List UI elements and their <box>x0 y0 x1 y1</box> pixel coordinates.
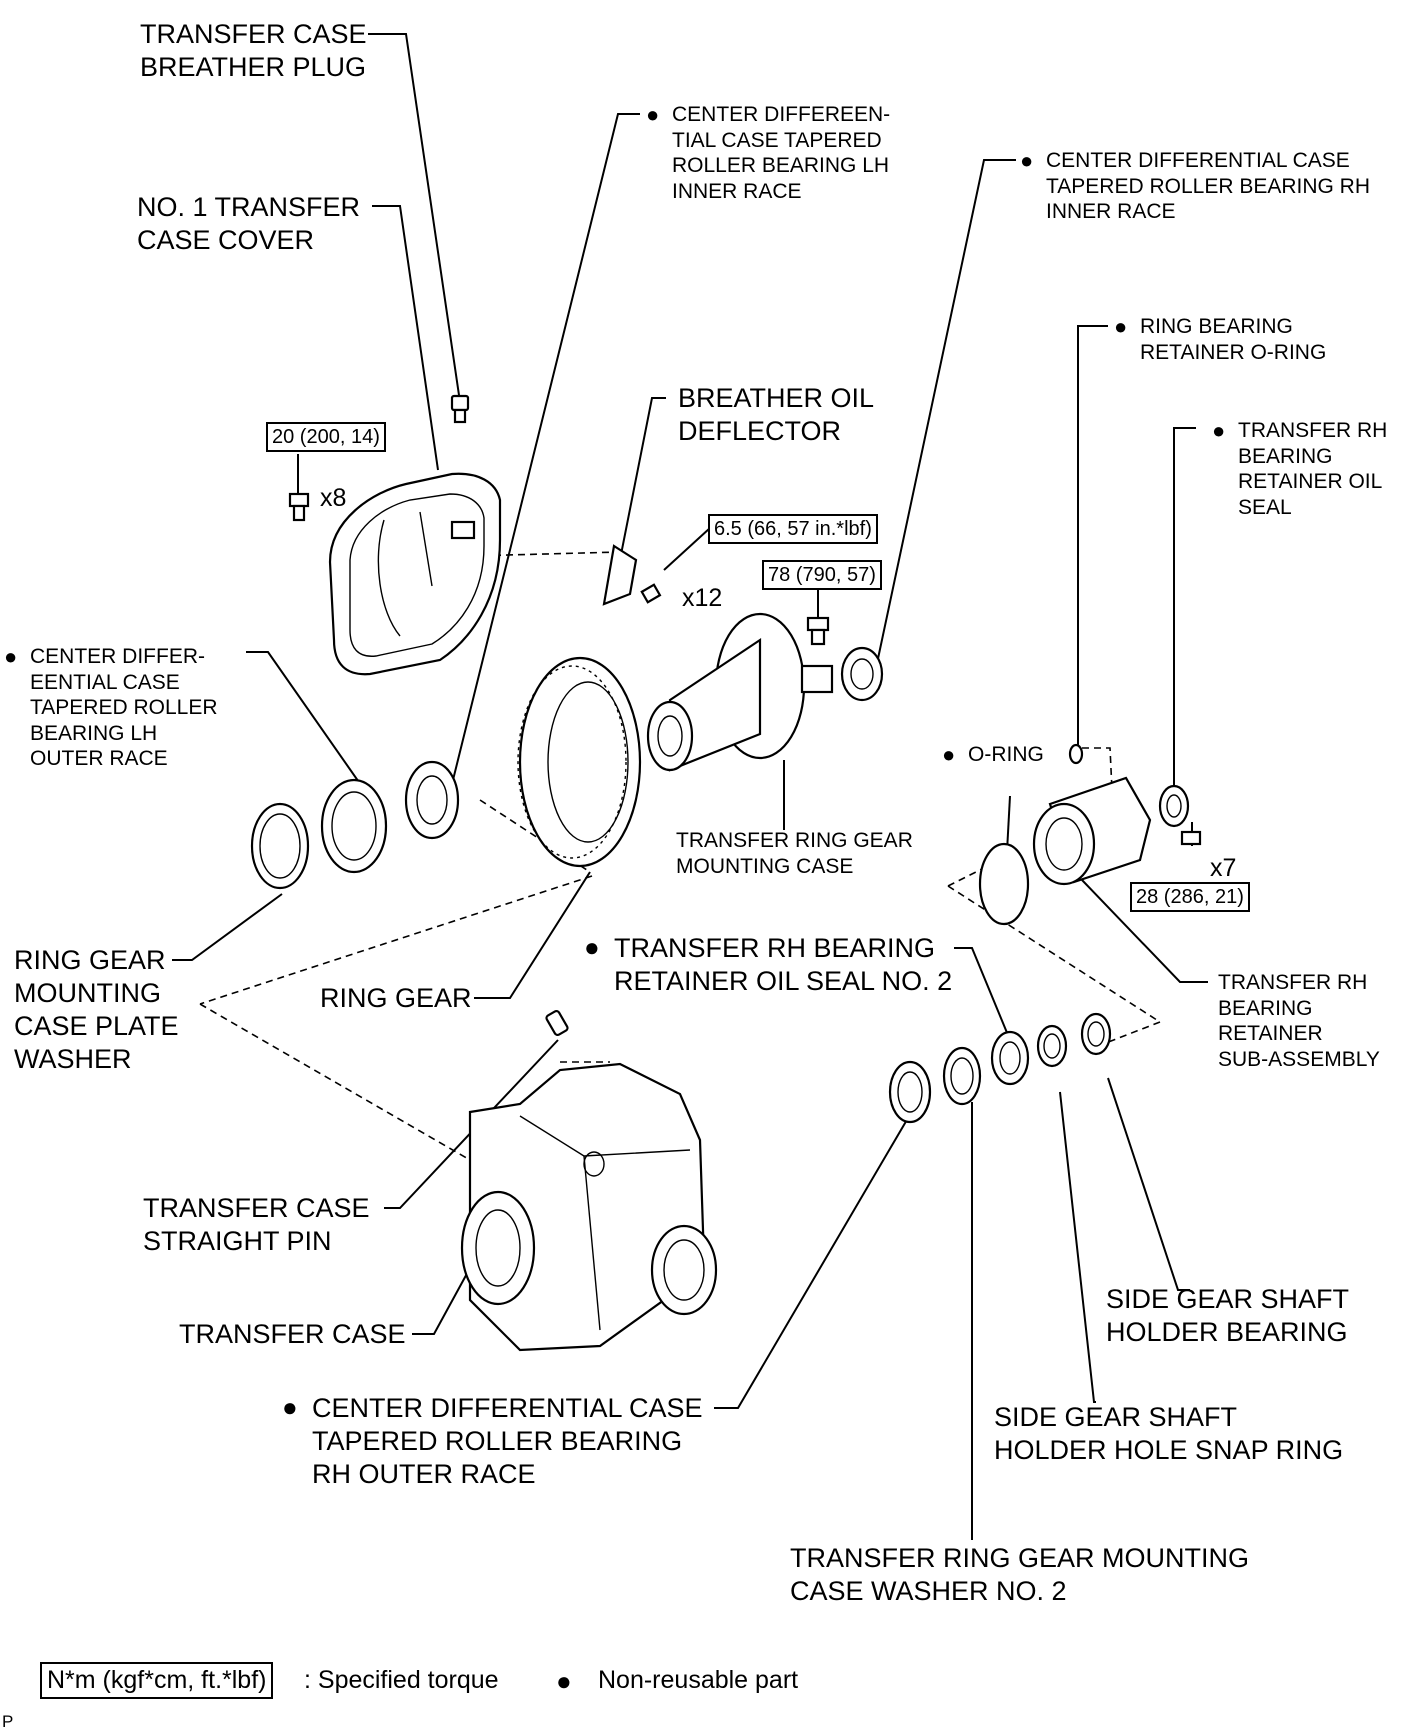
lh-outer-race-part <box>320 778 388 874</box>
label-straight-pin: TRANSFER CASE STRAIGHT PIN <box>143 1193 370 1256</box>
label-breather-plug: TRANSFER CASE BREATHER PLUG <box>140 19 367 82</box>
leader-breather-plug <box>368 33 461 403</box>
lh-inner-race-part <box>404 760 460 840</box>
mounting-case-bolt <box>806 616 830 646</box>
rh-retainer-sub-part <box>1032 776 1152 886</box>
leader-transfer-case <box>412 1267 471 1335</box>
qty-cover-bolt: x8 <box>320 484 347 512</box>
rh-seal-no2-part <box>990 1030 1030 1086</box>
torque-deflector-bolt: 6.5 (66, 57 in.*lbf) <box>708 514 878 544</box>
label-transfer-case: TRANSFER CASE <box>179 1319 406 1349</box>
no1-transfer-case-cover <box>328 472 502 676</box>
leader-side-gear-bearing <box>1107 1077 1190 1291</box>
torque-mounting-case-bolt: 78 (790, 57) <box>762 560 882 590</box>
transfer-case-part <box>460 1062 718 1352</box>
legend-nonreusable-dot-icon: ● <box>556 1666 572 1696</box>
rh-inner-race-part <box>840 646 884 702</box>
leader-straight-pin <box>384 1039 559 1209</box>
breather-oil-deflector <box>602 544 638 606</box>
label-ring-bearing-oring: RING BEARING RETAINER O-RING <box>1114 314 1326 365</box>
qty-deflector-bolt: x12 <box>682 584 723 612</box>
leader-lh-outer-race <box>246 651 371 799</box>
label-ring-gear: RING GEAR <box>320 983 472 1013</box>
leader-lh-inner-race <box>451 113 640 785</box>
leader-snap-ring <box>1059 1091 1096 1403</box>
label-rh-retainer-seal: TRANSFER RH BEARING RETAINER OIL SEAL <box>1212 418 1387 520</box>
legend-torque-text: : Specified torque <box>304 1666 499 1694</box>
torque-cover-bolt: 20 (200, 14) <box>266 422 386 452</box>
label-plate-washer: RING GEAR MOUNTING CASE PLATE WASHER <box>14 945 179 1074</box>
leader-retainer-sub <box>1081 879 1208 983</box>
rh-outer-race-part <box>888 1060 932 1124</box>
ring-gear-part <box>517 656 642 868</box>
straight-pin-part <box>545 1009 569 1037</box>
leader-ring-bearing-oring <box>1077 325 1108 758</box>
label-no1-cover: NO. 1 TRANSFER CASE COVER <box>137 192 361 255</box>
side-gear-bearing-part <box>1080 1012 1112 1056</box>
label-retainer-sub: TRANSFER RH BEARING RETAINER SUB-ASSEMBL… <box>1218 971 1380 1071</box>
leader-lines <box>172 33 1208 1540</box>
leader-rh-retainer-seal <box>1173 427 1196 790</box>
qty-retainer-bolt: x7 <box>1210 854 1237 882</box>
leader-rh-inner-race <box>875 159 1016 669</box>
label-mounting-case: TRANSFER RING GEAR MOUNTING CASE <box>676 829 913 878</box>
washer-no2-part <box>942 1046 982 1106</box>
leader-rh-seal-no2 <box>954 947 1011 1041</box>
plate-washer-part <box>250 802 310 890</box>
breather-plug <box>450 394 470 424</box>
label-rh-seal-no2: TRANSFER RH BEARING RETAINER OIL SEAL NO… <box>584 932 952 998</box>
ring-bearing-oring-part <box>1068 743 1084 765</box>
label-lh-outer-race: CENTER DIFFER- EENTIAL CASE TAPERED ROLL… <box>4 644 217 772</box>
retainer-bolt <box>1180 830 1202 846</box>
leader-ring-gear <box>474 871 591 999</box>
label-lh-inner-race: CENTER DIFFEREEN- TIAL CASE TAPERED ROLL… <box>646 102 890 204</box>
label-snap-ring: SIDE GEAR SHAFT HOLDER HOLE SNAP RING <box>994 1402 1344 1465</box>
leader-plate-washer <box>172 893 283 961</box>
o-ring-part <box>978 842 1030 926</box>
deflector-bolt <box>640 583 662 604</box>
label-o-ring: O-RING <box>942 742 1044 768</box>
leader-rh-outer-race <box>714 1117 909 1409</box>
torque-retainer-bolt: 28 (286, 21) <box>1130 882 1250 912</box>
legend-torque-box: N*m (kgf*cm, ft.*lbf) <box>40 1662 274 1699</box>
rh-retainer-seal-part <box>1158 784 1190 828</box>
ring-gear-mounting-case-part <box>646 612 834 772</box>
label-side-gear-bearing: SIDE GEAR SHAFT HOLDER BEARING <box>1106 1284 1350 1347</box>
footer-code: P <box>2 1712 14 1731</box>
leader-breather-deflector <box>611 397 666 601</box>
snap-ring-part <box>1036 1024 1068 1068</box>
cover-bolt <box>288 492 310 522</box>
label-washer-no2: TRANSFER RING GEAR MOUNTING CASE WASHER … <box>790 1543 1250 1606</box>
label-rh-inner-race: CENTER DIFFERENTIAL CASE TAPERED ROLLER … <box>1020 148 1370 225</box>
leader-torque-deflector <box>663 527 711 571</box>
label-breather-deflector: BREATHER OIL DEFLECTOR <box>678 383 875 446</box>
legend-nonreusable-text: Non-reusable part <box>598 1666 799 1694</box>
leader-no1-cover <box>372 205 439 471</box>
label-rh-outer-race: CENTER DIFFERENTIAL CASE TAPERED ROLLER … <box>282 1392 703 1491</box>
